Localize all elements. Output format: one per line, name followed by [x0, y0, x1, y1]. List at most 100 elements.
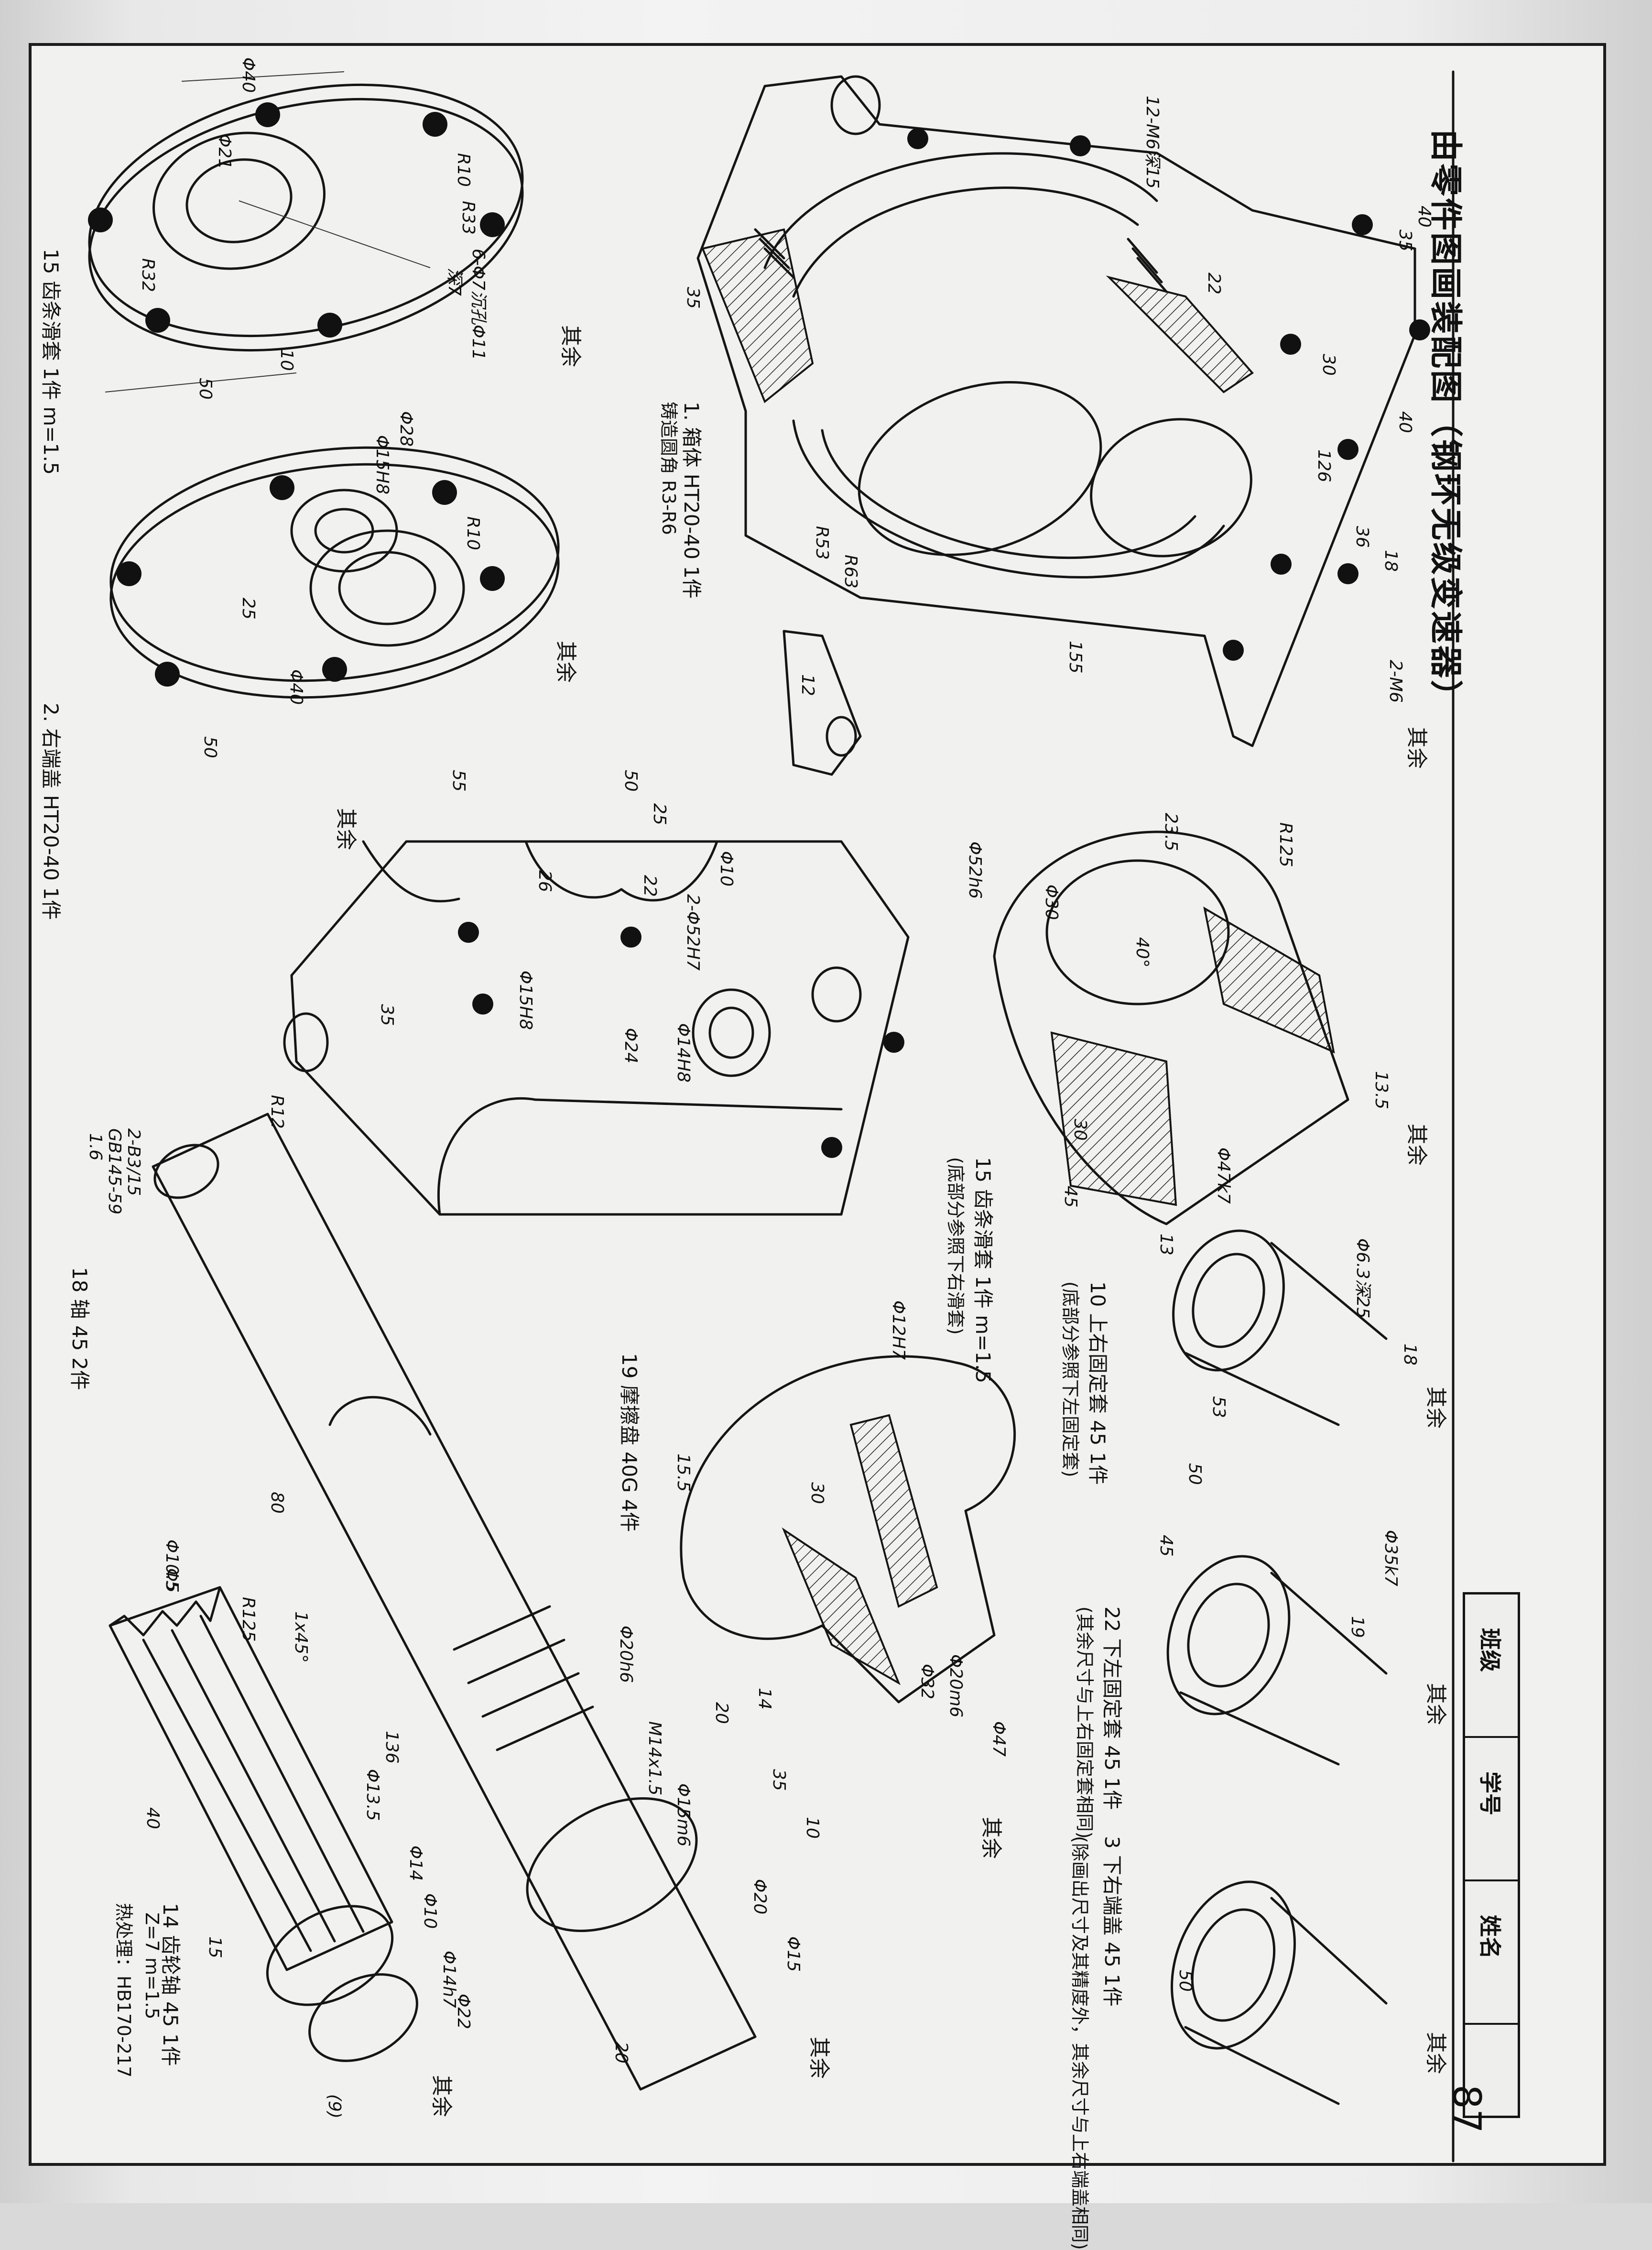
part-15-rack-sleeve: [283, 840, 910, 1216]
dim-text: Φ20: [750, 1879, 770, 1915]
part-14-gear-shaft: [109, 1586, 418, 2062]
dim-text: 40°: [1132, 937, 1152, 968]
dim-text: 35: [1395, 229, 1415, 251]
dim-text: 50: [200, 736, 220, 758]
part-1-note: 铸造圆角 R3-R6: [658, 402, 679, 535]
dim-text: 6-Φ7沉孔Φ11: [468, 249, 488, 360]
dim-text: Φ15H8: [516, 971, 535, 1030]
engineering-drawing: [88, 70, 1455, 2163]
dim-text: Φ15H8: [372, 435, 392, 495]
dim-text: 30: [1319, 354, 1338, 376]
dim-text: 1x45°: [291, 1611, 311, 1663]
dim-text: Φ21: [215, 134, 234, 170]
dim-text: 40: [143, 1807, 163, 1829]
dim-text: R63: [841, 555, 860, 589]
dim-text: Φ47k7: [1214, 1147, 1233, 1204]
dim-text: 18: [1381, 550, 1401, 572]
dim-text: M14x1.5: [645, 1721, 664, 1796]
part-19-caption: 19 摩擦盘 40G 4件: [618, 1353, 641, 1532]
dim-text: 40: [1395, 411, 1415, 433]
part-15-note: (底部分参照下右滑套): [945, 1157, 966, 1335]
part-17-caption: 15 齿条滑套 1件 m=1.5: [39, 249, 63, 475]
part-1-housing: [696, 75, 1430, 776]
rest-roughness-mark: 其余: [334, 808, 358, 850]
part-3-note: (除画出尺寸及其精度外，其余尺寸与上右端盖相同): [1069, 1836, 1090, 2250]
part-14-note-2: 热处理：HB170-217: [113, 1903, 134, 2078]
dim-text: 1.6: [86, 1133, 105, 1161]
part-17-left-end-cap: [88, 71, 524, 393]
student-no-label: 学号: [1477, 1771, 1503, 1815]
dim-text: 20: [712, 1702, 731, 1724]
rest-roughness-mark: 其余: [558, 325, 583, 367]
dim-text: Φ24: [621, 1028, 641, 1064]
dim-text: 深7: [445, 268, 464, 296]
dim-text: Φ14: [406, 1846, 425, 1881]
dim-text: 13: [1156, 1234, 1176, 1256]
dim-text: R10: [454, 153, 473, 187]
dim-text: Φ32: [917, 1664, 937, 1700]
dim-text: 80: [267, 1492, 287, 1514]
part-3-lower-right-cap: [1171, 1880, 1388, 2105]
dim-text: 53: [1209, 1396, 1228, 1418]
page-number: 87: [1445, 2085, 1489, 2133]
dim-text: 25: [650, 803, 669, 825]
part-10-caption: 10 上右固定套 45 1件: [1086, 1281, 1109, 1485]
rest-roughness-mark: 其余: [979, 1817, 1003, 1859]
dim-text: 23.5: [1161, 813, 1181, 852]
part-10-note: (底部分参照下左固定套): [1060, 1281, 1081, 1477]
part-2-caption: 2. 右端盖 HT20-40 1件: [39, 703, 63, 920]
dim-text: 18: [1400, 1343, 1420, 1365]
class-cell: 班级: [1465, 1595, 1518, 1738]
part-2-right-end-cap: [109, 446, 560, 699]
rest-roughness-mark: 其余: [429, 2075, 454, 2117]
dim-text: R32: [138, 258, 158, 292]
part-15-caption: 15 齿条滑套 1件 m=1.5: [971, 1157, 995, 1384]
part-22-note: (其余尺寸与上右固定套相同): [1074, 1606, 1095, 1839]
dim-text: 2-B3/15: [124, 1128, 143, 1196]
dim-text: 30: [1070, 1119, 1090, 1141]
rest-roughness-mark: 其余: [554, 641, 578, 683]
dim-text: 36: [1352, 526, 1372, 548]
dim-text: GB145-59: [105, 1128, 124, 1215]
dim-text: 155: [1065, 641, 1085, 674]
class-label: 班级: [1477, 1628, 1503, 1672]
dim-text: Φ40: [239, 57, 258, 93]
part-14-note-1: Z=7 m=1.5: [141, 1912, 163, 2020]
part-18-caption: 18 轴 45 2件: [68, 1267, 91, 1390]
dim-text: 50: [621, 770, 641, 792]
dim-text: Φ30: [1042, 885, 1061, 920]
dim-text: R10: [463, 516, 483, 550]
dim-text: 2-M6: [1386, 660, 1405, 703]
dim-text: R125: [239, 1597, 258, 1642]
dim-text: R12: [267, 1095, 287, 1129]
dim-text: 50: [1175, 1970, 1195, 1992]
dim-text: 22: [1204, 273, 1224, 295]
dim-text: 15.5: [674, 1453, 693, 1492]
part-22-caption: 22 下左固定套 45 1件: [1100, 1606, 1124, 1810]
dim-text: Φ35k7: [1381, 1530, 1401, 1586]
dim-text: 35: [769, 1769, 789, 1791]
dim-text: 45: [1156, 1535, 1176, 1557]
dim-text: R125: [1276, 822, 1295, 867]
dim-text: R33: [458, 201, 478, 235]
dim-text: 50: [196, 378, 215, 400]
dim-text: 19: [1348, 1616, 1367, 1638]
rest-roughness-mark: 其余: [1424, 1387, 1448, 1429]
dim-text: 20: [611, 2042, 631, 2064]
name-cell: 姓名: [1465, 1881, 1518, 2025]
dim-text: Φ10: [420, 1893, 440, 1929]
dim-text: 15: [205, 1936, 225, 1958]
dim-text: 10: [803, 1817, 822, 1839]
part-19-friction-disc: [680, 1355, 1016, 1704]
part-3-caption: 3 下右端盖 45 1件: [1100, 1836, 1124, 2007]
name-label: 姓名: [1477, 1915, 1503, 1959]
dim-text: 35: [377, 1004, 397, 1026]
dim-text: Φ12H7: [889, 1300, 908, 1360]
dim-text: Φ20m6: [946, 1654, 966, 1718]
dim-text: Φ15: [783, 1936, 803, 1972]
dim-text: 26: [535, 870, 554, 892]
dim-text: 50: [1185, 1463, 1205, 1485]
dim-text: Φ10: [717, 851, 736, 887]
part-18-shaft: [152, 1113, 757, 2091]
dim-text: Φ28: [396, 411, 416, 447]
